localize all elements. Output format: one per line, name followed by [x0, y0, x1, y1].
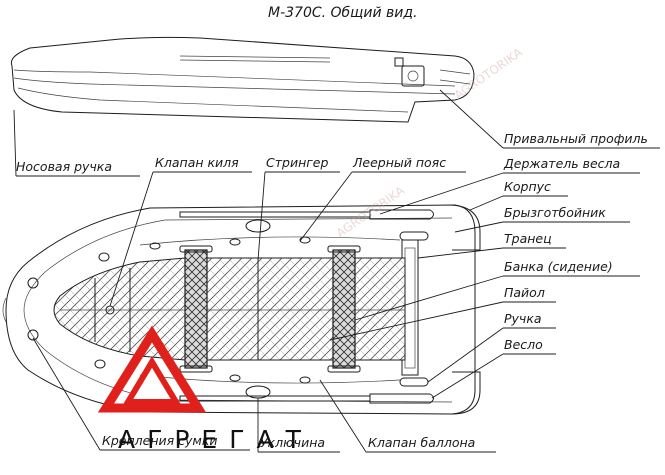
logo-text: АГРЕГАТ — [118, 425, 313, 454]
label-oarlock: Уключина — [260, 435, 325, 450]
leader-lines — [13, 89, 660, 453]
label-bag-mount: Крепления сумки — [102, 433, 218, 448]
label-oar: Весло — [504, 337, 543, 352]
label-hull: Корпус — [504, 179, 551, 194]
agregat-logo: АГРЕГАТ — [97, 325, 313, 454]
label-bow-handle: Носовая ручка — [16, 159, 112, 174]
label-rub-strake: Привальный профиль — [504, 131, 648, 146]
label-spray-deflector: Брызготбойник — [504, 205, 606, 220]
top-view — [2, 204, 481, 415]
watermark-text-2: AGROTORIKA — [452, 45, 526, 103]
label-lifeline: Леерный пояс — [352, 155, 446, 170]
side-view — [10, 36, 475, 123]
label-floor: Пайол — [504, 285, 545, 300]
logo-triangle-outer — [97, 325, 207, 413]
label-handle: Ручка — [504, 311, 542, 326]
label-keel-valve: Клапан киля — [155, 155, 239, 170]
label-tube-valve: Клапан баллона — [368, 435, 475, 450]
label-bench: Банка (сидение) — [504, 259, 613, 274]
label-stringer: Стрингер — [266, 155, 328, 170]
label-transom: Транец — [504, 231, 552, 246]
logo-triangle-inner — [122, 356, 182, 405]
label-oar-holder: Держатель весла — [503, 156, 620, 171]
drawing-title: М-370С. Общий вид. — [268, 5, 418, 21]
